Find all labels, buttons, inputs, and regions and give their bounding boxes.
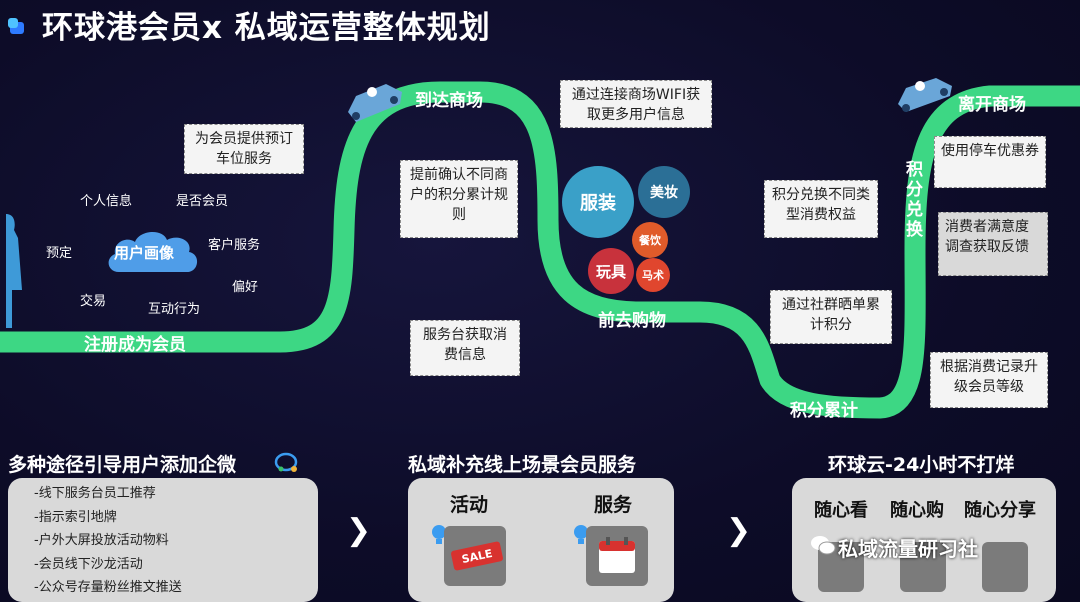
chevron-right-icon: ❯ xyxy=(726,513,752,548)
note-redeem-rights: 积分兑换不同类型消费权益 xyxy=(764,180,878,238)
note-rules: 提前确认不同商户的积分累计规则 xyxy=(400,160,518,238)
label-buy: 随心购 xyxy=(890,500,944,521)
note-satisfaction: 消费者满意度调查获取反馈 xyxy=(938,212,1048,276)
panel-online: 活动 服务 SALE xyxy=(408,478,674,602)
persona-keyword: 偏好 xyxy=(232,280,259,295)
persona-keyword: 客户服务 xyxy=(208,238,261,253)
persona-keyword: 预定 xyxy=(46,246,73,261)
note-parking: 为会员提供预订车位服务 xyxy=(184,124,304,174)
road-label-register: 注册成为会员 xyxy=(84,335,186,355)
label-service: 服务 xyxy=(594,494,633,516)
chevron-right-icon: ❯ xyxy=(346,513,372,548)
logo-icon xyxy=(8,18,24,34)
road-label-shopping: 前去购物 xyxy=(598,311,666,331)
list-item: -线下服务台员工推荐 xyxy=(34,486,156,501)
persona-center: 用户画像 xyxy=(114,244,175,262)
road-label-arrive: 到达商场 xyxy=(415,91,483,111)
person-silhouette-icon xyxy=(6,214,22,328)
lightbulb-icon xyxy=(574,525,588,544)
list-item: -户外大屏投放活动物料 xyxy=(34,533,169,548)
share-icon-box xyxy=(982,542,1028,592)
persona-keyword: 个人信息 xyxy=(80,194,133,209)
page-title: 环球港会员x 私域运营整体规划 xyxy=(42,10,491,46)
wechat-icon xyxy=(811,536,836,555)
list-item: -会员线下沙龙活动 xyxy=(34,556,143,572)
note-upgrade: 根据消费记录升级会员等级 xyxy=(930,352,1048,408)
note-parking-coupon: 使用停车优惠券 xyxy=(934,136,1046,188)
car-icon xyxy=(898,78,952,112)
calendar-icon xyxy=(599,537,635,573)
category-dining: 餐饮 xyxy=(632,222,668,258)
persona-keyword: 互动行为 xyxy=(148,302,201,317)
road-label-leave: 离开商场 xyxy=(958,95,1026,115)
label-activity: 活动 xyxy=(450,494,489,516)
label-share: 随心分享 xyxy=(964,500,1036,521)
section-title-wecom: 多种途径引导用户添加企微 xyxy=(8,454,237,476)
watermark: 私域流量研习社 xyxy=(838,537,978,561)
list-item: -指示索引地牌 xyxy=(34,509,117,525)
road-label-redeem: 积分兑换 xyxy=(906,160,923,240)
wecom-icon xyxy=(274,452,298,472)
list-item: -公众号存量粉丝推文推送 xyxy=(34,580,182,595)
persona-keyword: 交易 xyxy=(80,294,107,309)
buy-icon-box xyxy=(900,542,946,592)
section-title-cloud: 环球云-24小时不打烊 xyxy=(828,454,1015,476)
note-service-desk: 服务台获取消费信息 xyxy=(410,320,520,376)
road-label-points: 积分累计 xyxy=(790,401,858,421)
activity-icon-box: SALE xyxy=(444,526,506,586)
section-title-online: 私域补充线上场景会员服务 xyxy=(408,454,637,476)
panel-wecom: -线下服务台员工推荐 -指示索引地牌 -户外大屏投放活动物料 -会员线下沙龙活动… xyxy=(8,478,318,602)
note-wifi: 通过连接商场WIFI获取更多用户信息 xyxy=(560,80,712,128)
label-browse: 随心看 xyxy=(814,500,868,521)
note-community: 通过社群晒单累计积分 xyxy=(770,290,892,344)
service-icon-box xyxy=(586,526,648,586)
sale-tag-icon: SALE xyxy=(450,541,504,571)
persona-keyword: 是否会员 xyxy=(176,194,229,209)
car-icon xyxy=(348,84,402,122)
lightbulb-icon xyxy=(432,525,446,544)
category-circus: 马术 xyxy=(636,258,670,292)
road-path xyxy=(0,81,1080,419)
persona-cloud-icon xyxy=(108,231,198,272)
category-toys: 玩具 xyxy=(588,248,634,294)
category-beauty: 美妆 xyxy=(638,166,690,218)
category-clothing: 服装 xyxy=(562,166,634,238)
